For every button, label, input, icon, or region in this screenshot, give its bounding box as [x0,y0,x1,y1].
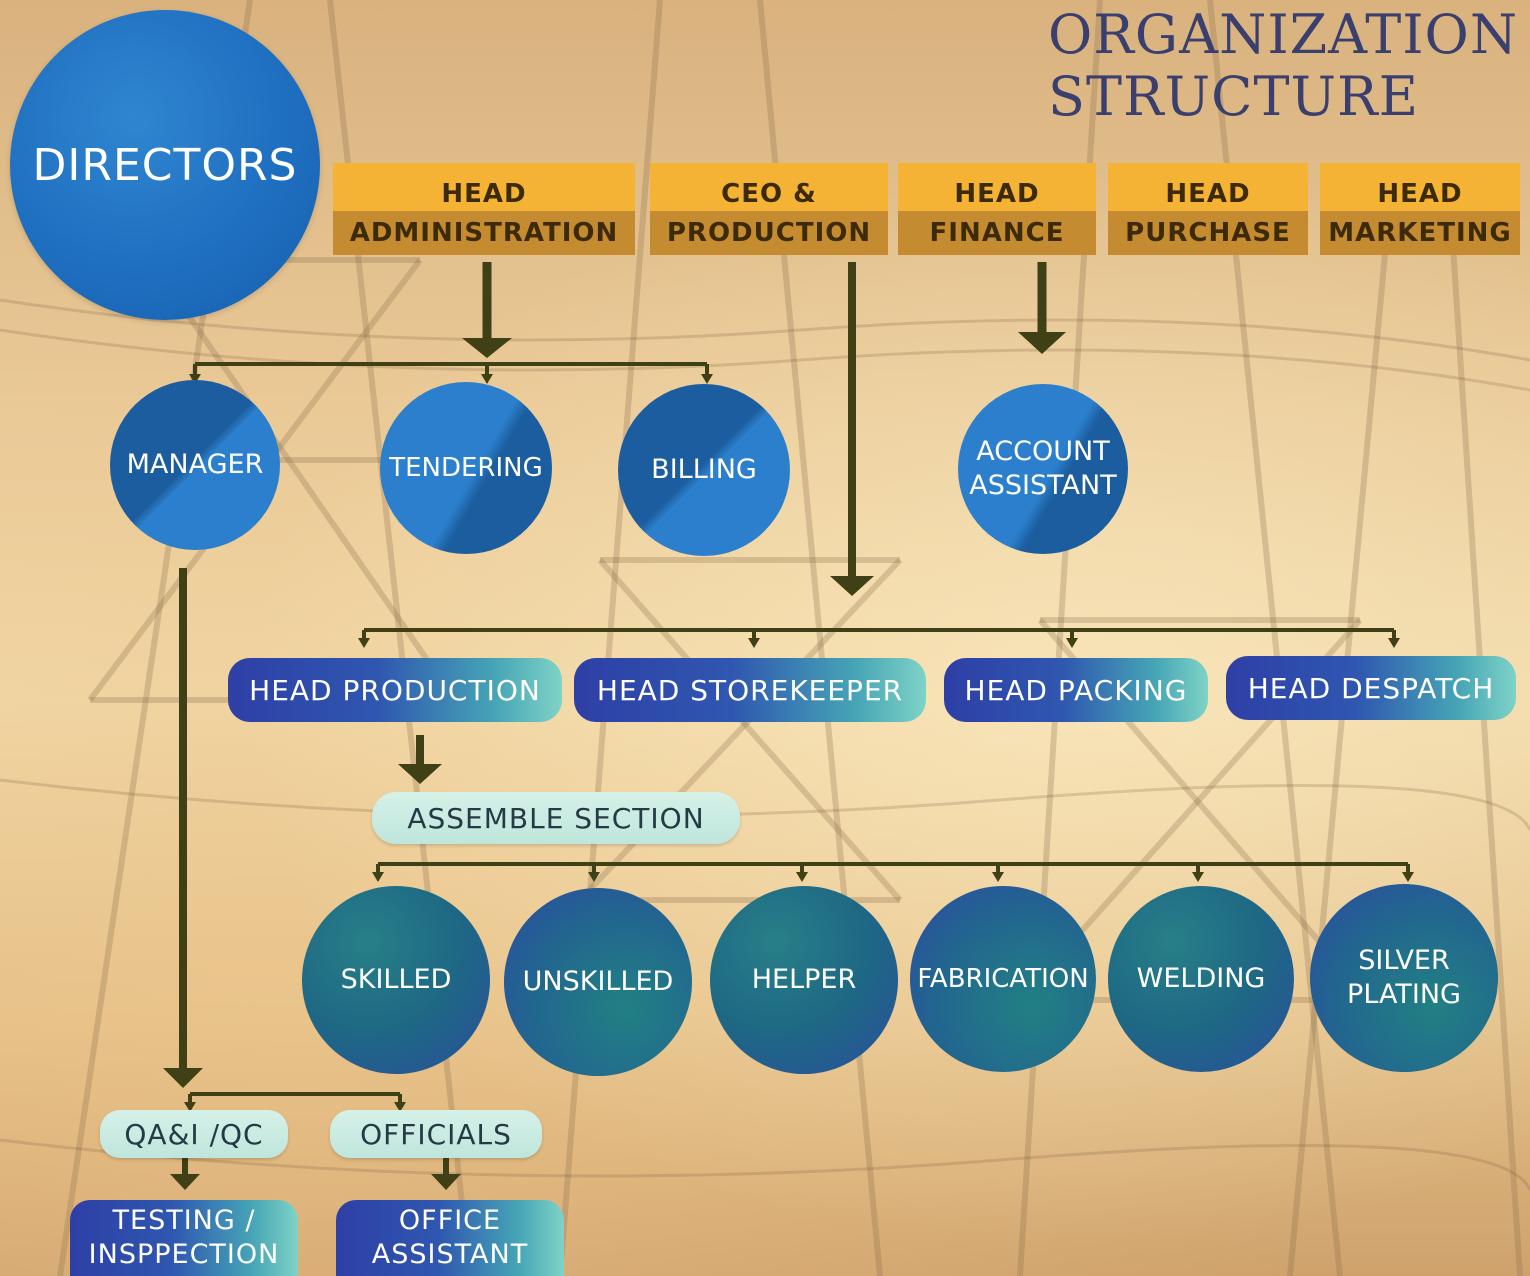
officials-label: OFFICIALS [360,1117,512,1151]
welding-label: WELDING [1136,963,1266,994]
head-storekeeper-node: HEAD STOREKEEPER [574,658,926,722]
office-assistant-node: OFFICE ASSISTANT [336,1200,564,1276]
tendering-label: TENDERING [389,453,543,483]
office-assistant-label: OFFICE ASSISTANT [371,1205,529,1270]
head-administration-node: HEAD ADMINISTRATION [333,163,635,255]
header-bottom-label: PRODUCTION [650,211,888,255]
helper-node: HELPER [710,886,898,1074]
helper-label: HELPER [751,964,857,995]
ceo-production-node: CEO & PRODUCTION [650,163,888,255]
title-line-2: STRUCTURE [1048,65,1420,128]
header-bottom-label: ADMINISTRATION [333,211,635,255]
header-top-label: HEAD [1108,163,1308,211]
skilled-label: SKILLED [340,964,452,995]
head-packing-label: HEAD PACKING [964,673,1188,707]
account-assistant-label: ACCOUNT ASSISTANT [969,436,1117,501]
head-purchase-node: HEAD PURCHASE [1108,163,1308,255]
billing-node: BILLING [618,384,790,556]
tendering-node: TENDERING [380,382,552,554]
testing-inspection-node: TESTING / INSPPECTION [70,1200,298,1276]
skilled-node: SKILLED [302,886,490,1074]
manager-node: MANAGER [110,380,280,550]
silver-plating-node: SILVER PLATING [1310,884,1498,1072]
assemble-section-node: ASSEMBLE SECTION [372,792,740,844]
header-bottom-label: FINANCE [898,211,1096,255]
head-production-label: HEAD PRODUCTION [249,673,541,707]
header-top-label: HEAD [898,163,1096,211]
head-storekeeper-label: HEAD STOREKEEPER [596,673,904,707]
unskilled-node: UNSKILLED [504,888,692,1076]
page-title: ORGANIZATION STRUCTURE [1048,4,1518,128]
testing-inspection-label: TESTING / INSPPECTION [88,1205,280,1270]
welding-node: WELDING [1108,886,1294,1072]
silver-plating-label: SILVER PLATING [1347,945,1461,1010]
head-marketing-node: HEAD MARKETING [1320,163,1520,255]
header-bottom-label: PURCHASE [1108,211,1308,255]
header-top-label: CEO & [650,163,888,211]
header-top-label: HEAD [333,163,635,211]
head-finance-node: HEAD FINANCE [898,163,1096,255]
head-production-node: HEAD PRODUCTION [228,658,562,722]
header-bottom-label: MARKETING [1320,211,1520,255]
qa-qc-node: QA&I /QC [100,1110,288,1158]
qa-qc-label: QA&I /QC [124,1117,264,1151]
head-despatch-label: HEAD DESPATCH [1247,671,1495,705]
title-line-1: ORGANIZATION [1048,3,1519,66]
head-packing-node: HEAD PACKING [944,658,1208,722]
fabrication-label: FABRICATION [917,964,1089,994]
manager-label: MANAGER [126,449,264,480]
head-despatch-node: HEAD DESPATCH [1226,656,1516,720]
unskilled-label: UNSKILLED [522,966,674,997]
header-top-label: HEAD [1320,163,1520,211]
fabrication-node: FABRICATION [910,886,1096,1072]
billing-label: BILLING [651,454,757,485]
account-assistant-node: ACCOUNT ASSISTANT [958,384,1128,554]
officials-node: OFFICIALS [330,1110,542,1158]
assemble-section-label: ASSEMBLE SECTION [407,801,705,835]
directors-node: DIRECTORS [10,10,320,320]
